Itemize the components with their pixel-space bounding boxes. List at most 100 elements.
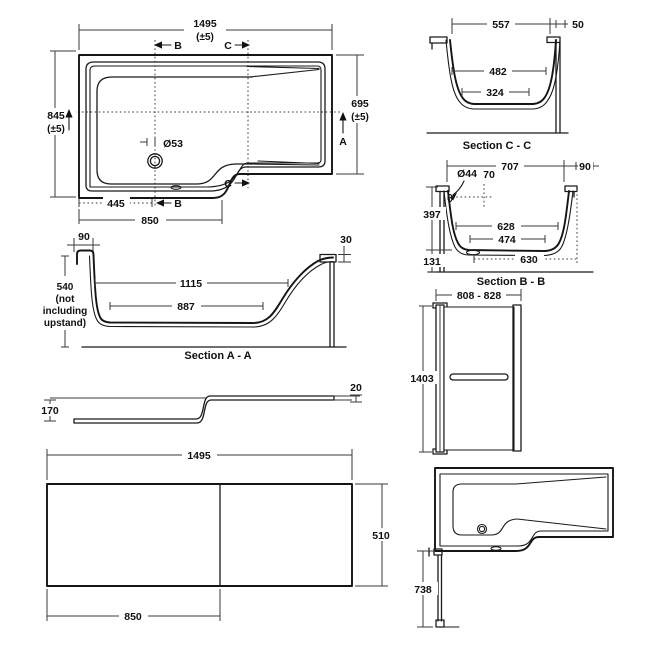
- dim-length-tol: (±5): [196, 32, 214, 43]
- section-b-arrow-top: [154, 41, 162, 49]
- ps-dim-reach: 738: [414, 584, 432, 596]
- cc-tub-outer-wall: [445, 39, 561, 110]
- screen-towel-bar: [449, 373, 509, 381]
- dim-width-right: 695: [351, 98, 369, 110]
- section-b-label-bottom: B: [174, 198, 182, 210]
- dim-width-right-tol: (±5): [351, 112, 369, 123]
- screen-dim-width: 808 - 828: [457, 290, 502, 302]
- aa-dim-depth-note3: upstand): [44, 318, 86, 329]
- aa-right-rim-cap: [319, 253, 337, 263]
- bb-caption: Section B - B: [477, 276, 546, 288]
- cc-end-panel: [555, 41, 561, 134]
- aa-dim-lip-lines: [67, 238, 100, 252]
- cc-right-rim-cap: [546, 36, 561, 44]
- drain-outer-circle: [147, 153, 163, 169]
- profile-band: [73, 395, 335, 424]
- bb-left-rim-cap: [435, 185, 450, 193]
- ps-bath-rim-line: [439, 473, 609, 547]
- cc-dim-bottom-width: 324: [486, 87, 504, 99]
- section-c-arrow-bottom: [242, 179, 250, 187]
- cc-left-rim-lip: [429, 36, 448, 44]
- cc-dim-mid-width: 482: [489, 66, 507, 78]
- dim-length: 1495: [193, 18, 217, 30]
- section-c-label-top: C: [224, 40, 232, 52]
- panel-dim-length: 1495: [187, 450, 211, 462]
- panel-dim-split: 850: [124, 611, 142, 623]
- cc-dim-top-width: 557: [492, 19, 510, 31]
- bb-drain-trap: [465, 249, 481, 256]
- bb-dim-base-height: 131: [423, 256, 441, 268]
- cc-dim-rim-offset: 50: [572, 19, 584, 31]
- bb-right-rim-cap: [564, 185, 578, 193]
- aa-tub-outer-profile: [88, 255, 334, 328]
- ps-bath-outer-edge: [434, 467, 614, 552]
- screen-elevation-view: 808 - 828 1403: [407, 288, 522, 455]
- section-b-arrow-bottom: [156, 199, 164, 207]
- bb-dim-depth: 397: [423, 209, 441, 221]
- drain-inner-circle: [149, 155, 161, 167]
- aa-dim-rim-lines: [338, 246, 351, 263]
- section-b-label-top: B: [174, 40, 182, 52]
- bb-dim-mid-width: 628: [497, 221, 515, 233]
- screen-dim-height: 1403: [410, 373, 434, 385]
- bb-overflow-drop: 70: [483, 169, 495, 181]
- aa-dim-depth: 540: [57, 282, 74, 293]
- dim-width-left-tol: (±5): [47, 124, 65, 135]
- profile-dim-right: 20: [350, 382, 362, 394]
- bb-dim-rim-offset: 90: [579, 161, 591, 173]
- section-a-arrow-left: [65, 109, 73, 118]
- profile-dim-left: 170: [41, 405, 59, 417]
- screen-edge-bar: [512, 304, 522, 452]
- section-a-label: A: [339, 136, 347, 148]
- bb-tub-outer-wall: [443, 190, 574, 257]
- section-cc-view: 557 50 482 324 Section C - C: [426, 17, 584, 152]
- panel-dim-height: 510: [372, 530, 390, 542]
- dim-width-left: 845: [47, 110, 65, 122]
- ps-hinge-block: [433, 548, 443, 556]
- aa-dim-depth-note1: (not: [56, 294, 76, 305]
- ps-screen-handle: [435, 619, 445, 628]
- cc-caption: Section C - C: [463, 140, 532, 152]
- ps-basin-outline: [452, 483, 518, 536]
- cc-tub-inner-wall: [449, 39, 557, 105]
- aa-dim-lip-width: 90: [78, 231, 90, 243]
- section-a-arrow-right: [339, 112, 347, 121]
- ps-overflow-mark: [490, 546, 502, 551]
- basin-taper-bottom: [251, 160, 320, 166]
- ps-drain-inner: [478, 525, 486, 533]
- plan-screen-view: 738: [408, 467, 614, 628]
- basin-taper-top: [246, 65, 320, 78]
- bath-rim-line-2: [89, 65, 322, 188]
- aa-dim-depth-note2: including: [43, 306, 87, 317]
- basin-outline: [96, 76, 253, 185]
- bath-rim-line-1: [85, 61, 326, 192]
- bb-dim-top-width: 707: [501, 161, 519, 173]
- ps-screen-edge: [437, 555, 443, 622]
- section-aa-view: 90 540 (not including upstand) 1115 887 …: [43, 231, 352, 362]
- dim-drain-diameter: Ø53: [163, 138, 183, 150]
- bb-overflow-diameter: Ø44: [457, 168, 477, 180]
- dim-drain-offset: 445: [107, 198, 125, 210]
- drain-dim-ticks: [140, 138, 156, 146]
- section-bb-view: 707 90 Ø44 70 397 131 628 474: [419, 159, 599, 288]
- ps-drain-outer: [476, 523, 488, 535]
- aa-dim-depth-lines: [61, 255, 69, 348]
- plan-view: Ø53 1495 (±5) 845 (±5) 695 (±5) A B C B …: [38, 15, 379, 227]
- bb-dim-depth-lines: [426, 186, 452, 273]
- aa-dim-bottom-length: 887: [177, 301, 195, 313]
- ps-basin-tapers: [515, 476, 607, 530]
- bb-dim-bottom-width: 474: [498, 234, 516, 246]
- front-panel-view: 1495 510 850: [46, 448, 397, 623]
- aa-dim-mid-length: 1115: [180, 278, 202, 290]
- bb-dim-base-width: 630: [520, 254, 538, 266]
- dim-step-offset: 850: [141, 215, 159, 227]
- bb-overflow-leader: [452, 180, 465, 196]
- rim-profile-view: 20 170: [36, 382, 362, 424]
- bb-tub-inner-wall: [447, 190, 570, 252]
- section-c-arrow-top: [242, 41, 250, 49]
- aa-tub-inner-profile: [92, 254, 334, 324]
- section-c-label-bottom: C: [224, 178, 232, 190]
- aa-left-upstand: [76, 249, 95, 265]
- aa-dim-rim-height: 30: [340, 234, 352, 246]
